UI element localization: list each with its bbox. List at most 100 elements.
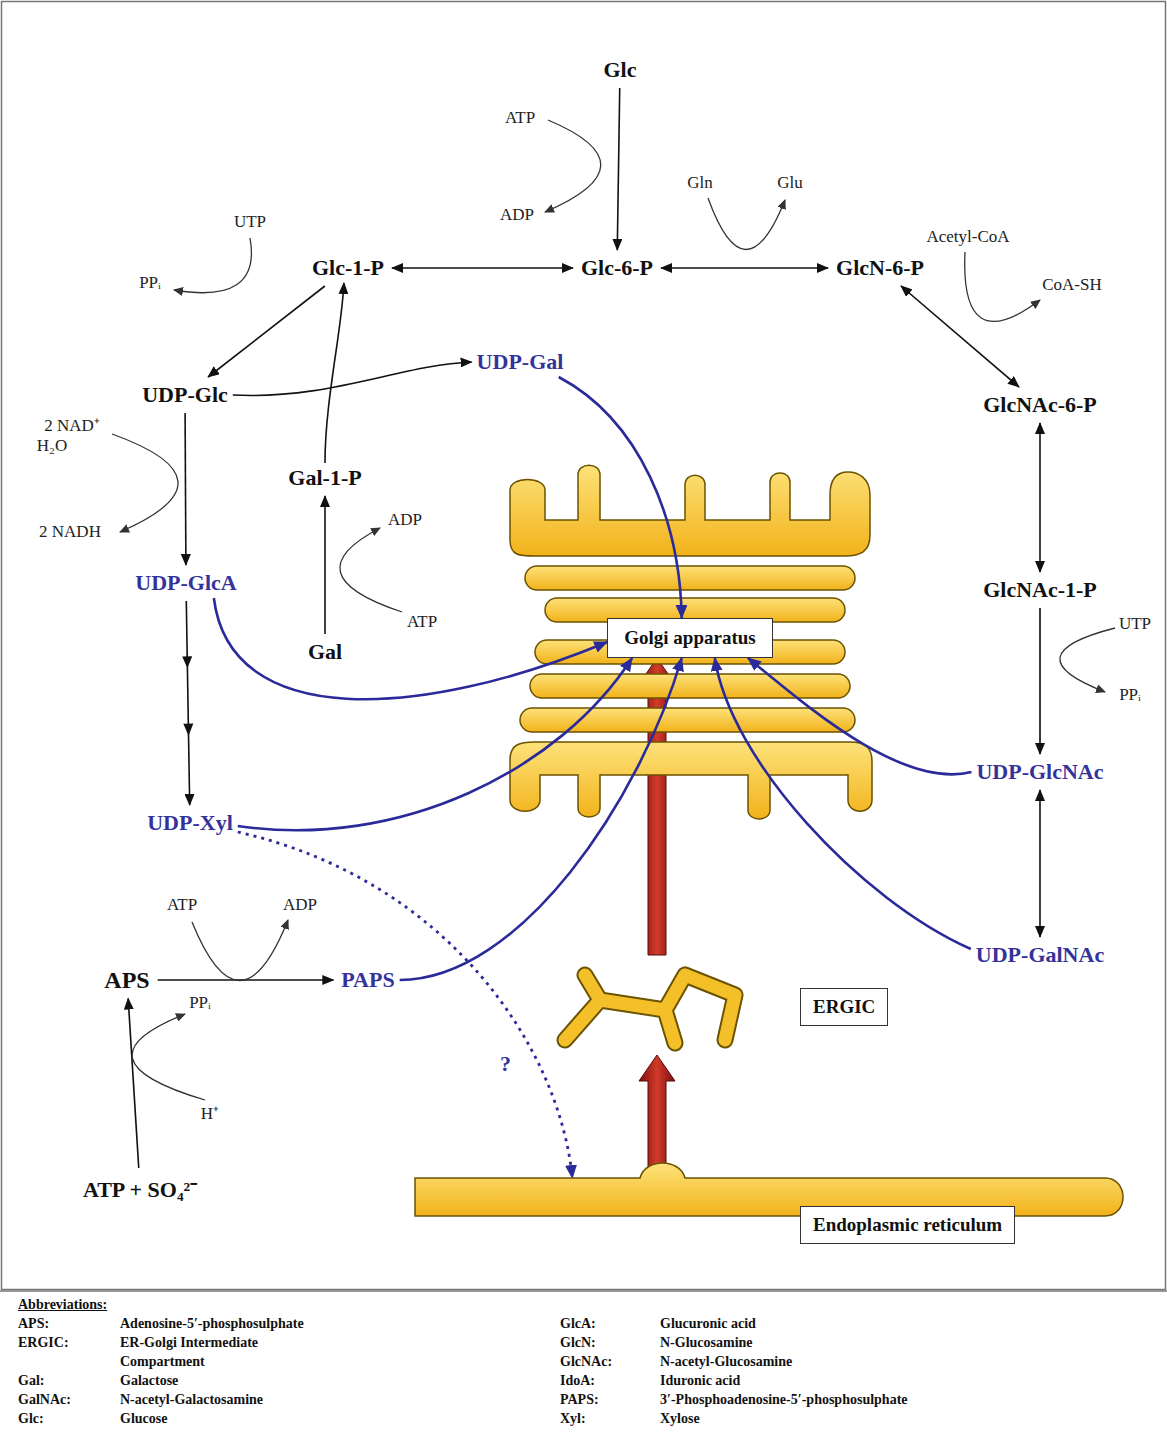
abbreviation-key: Gal: bbox=[18, 1371, 44, 1390]
er-band bbox=[415, 1163, 1123, 1216]
node-text: Gal-1-P bbox=[288, 465, 361, 491]
abbreviation-text: Galactose bbox=[120, 1371, 178, 1390]
metabolite-node: APS bbox=[99, 965, 154, 996]
golgi-cisternae bbox=[510, 465, 872, 819]
cofactor-arc bbox=[192, 920, 288, 981]
cofactor-label: ATP bbox=[407, 612, 437, 632]
metabolite-node: Gal-1-P bbox=[283, 463, 366, 493]
reaction-arrow bbox=[617, 88, 619, 250]
node-text: APS bbox=[104, 967, 149, 994]
cofactor-label: ATP bbox=[167, 895, 197, 915]
cofactor-label: H⁺ bbox=[201, 1101, 219, 1124]
node-text: UDP-GalNAc bbox=[976, 942, 1104, 968]
cofactor-label: ADP bbox=[500, 205, 534, 225]
abbreviation-text: Xylose bbox=[660, 1409, 700, 1428]
abbreviation-key: GlcN: bbox=[560, 1333, 596, 1352]
cofactor-arc bbox=[708, 198, 785, 250]
node-text: Glc-6-P bbox=[581, 255, 653, 281]
cofactor-arc bbox=[112, 434, 178, 532]
abbreviation-text: N-acetyl-Glucosamine bbox=[660, 1352, 792, 1371]
abbreviation-key: GlcNAc: bbox=[560, 1352, 612, 1371]
reaction-arrow bbox=[184, 413, 186, 565]
metabolite-node: UDP-GalNAc bbox=[971, 940, 1109, 970]
node-text: UDP-GlcNAc bbox=[976, 759, 1103, 785]
organelle-node: Golgi apparatus bbox=[607, 618, 772, 658]
transport-arrow bbox=[400, 658, 682, 980]
node-text: Glc-1-P bbox=[312, 255, 384, 281]
cofactor-label: H₂O bbox=[37, 436, 67, 456]
cofactor-label: PPᵢ bbox=[1119, 685, 1141, 705]
reaction-arrow bbox=[901, 286, 1019, 387]
node-text: UDP-Glc bbox=[142, 382, 228, 408]
node-text: ATP + SO₄²⁻ bbox=[83, 1173, 197, 1203]
metabolite-node: GlcNAc-6-P bbox=[978, 390, 1102, 420]
node-text: GlcNAc-6-P bbox=[983, 392, 1097, 418]
cofactor-label: ATP bbox=[505, 108, 535, 128]
cofactor-label: 2 NADH bbox=[39, 522, 101, 542]
abbreviation-key: PAPS: bbox=[560, 1390, 599, 1409]
cofactor-label: Glu bbox=[777, 173, 803, 193]
cofactor-label: UTP bbox=[1119, 614, 1151, 634]
reaction-arrow bbox=[1039, 608, 1041, 754]
cofactor-label: CoA-SH bbox=[1042, 275, 1102, 295]
reaction-arrow bbox=[661, 267, 828, 269]
metabolite-node: Glc-1-P bbox=[307, 253, 389, 283]
organelle-node: ERGIC bbox=[545, 955, 910, 1055]
transport-arrow bbox=[715, 658, 971, 949]
reaction-arrow bbox=[1039, 790, 1041, 937]
metabolite-node: GlcN-6-P bbox=[831, 253, 929, 283]
abbreviation-key: GalNAc: bbox=[18, 1390, 71, 1409]
tubule bbox=[565, 975, 735, 1043]
cofactor-arc bbox=[965, 252, 1040, 321]
node-text: UDP-GlcA bbox=[135, 570, 236, 596]
abbreviation-key: IdoA: bbox=[560, 1371, 595, 1390]
abbreviation-key: Xyl: bbox=[560, 1409, 586, 1428]
metabolite-node: UDP-Glc bbox=[137, 380, 233, 410]
metabolite-node: Glc bbox=[599, 55, 642, 85]
cofactor-label: PPᵢ bbox=[139, 273, 161, 293]
reaction-arrow bbox=[325, 283, 344, 463]
uncertain-transport-arrow bbox=[238, 832, 573, 1178]
metabolite-node: ATP + SO₄²⁻ bbox=[78, 1171, 202, 1205]
node-text: GlcNAc-1-P bbox=[983, 577, 1097, 603]
metabolite-node: Glc-6-P bbox=[576, 253, 658, 283]
cisterna bbox=[510, 465, 870, 556]
abbreviation-text: Iduronic acid bbox=[660, 1371, 740, 1390]
abbreviation-text: N-Glucosamine bbox=[660, 1333, 753, 1352]
organelle-node: Endoplasmic reticulum bbox=[415, 1178, 1130, 1218]
cofactor-label: Acetyl-CoA bbox=[926, 227, 1009, 247]
abbreviation-text: Glucuronic acid bbox=[660, 1314, 756, 1333]
metabolite-node: UDP-GlcNAc bbox=[971, 757, 1108, 787]
node-text: PAPS bbox=[341, 967, 394, 993]
reaction-arrow bbox=[324, 496, 326, 634]
er-membrane bbox=[415, 1178, 1130, 1218]
abbreviation-key: Glc: bbox=[18, 1409, 44, 1428]
node-text: Golgi apparatus bbox=[624, 627, 755, 649]
abbreviation-text: ER-Golgi Intermediate Compartment bbox=[120, 1333, 320, 1371]
reaction-arrow bbox=[392, 267, 573, 269]
cofactor-arc bbox=[112, 120, 1115, 1100]
transport-arrow bbox=[639, 658, 675, 955]
cofactor-arc bbox=[132, 1014, 205, 1100]
cofactor-label: Gln bbox=[687, 173, 713, 193]
reaction-arrow bbox=[208, 286, 325, 377]
abbreviation-key: GlcA: bbox=[560, 1314, 596, 1333]
arrow-head bbox=[182, 656, 192, 668]
reaction-arrow bbox=[1039, 423, 1041, 572]
abbreviations-heading: Abbreviations: bbox=[18, 1295, 107, 1314]
node-text: ERGIC bbox=[800, 988, 888, 1026]
abbreviation-text: Adenosine-5′-phosphosulphate bbox=[120, 1314, 304, 1333]
node-text: UDP-Gal bbox=[477, 349, 564, 375]
node-text: Glc bbox=[604, 57, 637, 83]
cofactor-label: PPᵢ bbox=[189, 993, 211, 1013]
metabolite-node: Gal bbox=[303, 637, 347, 667]
abbreviation-text: N-acetyl-Galactosamine bbox=[120, 1390, 263, 1409]
metabolite-node: UDP-Gal bbox=[472, 347, 569, 377]
node-text: GlcN-6-P bbox=[836, 255, 924, 281]
cisterna bbox=[525, 566, 855, 590]
cisterna bbox=[530, 674, 850, 698]
cofactor-arc bbox=[1060, 628, 1115, 692]
cofactor-label: ADP bbox=[283, 895, 317, 915]
cofactor-arc bbox=[174, 238, 251, 293]
transport-arrow bbox=[238, 658, 632, 830]
